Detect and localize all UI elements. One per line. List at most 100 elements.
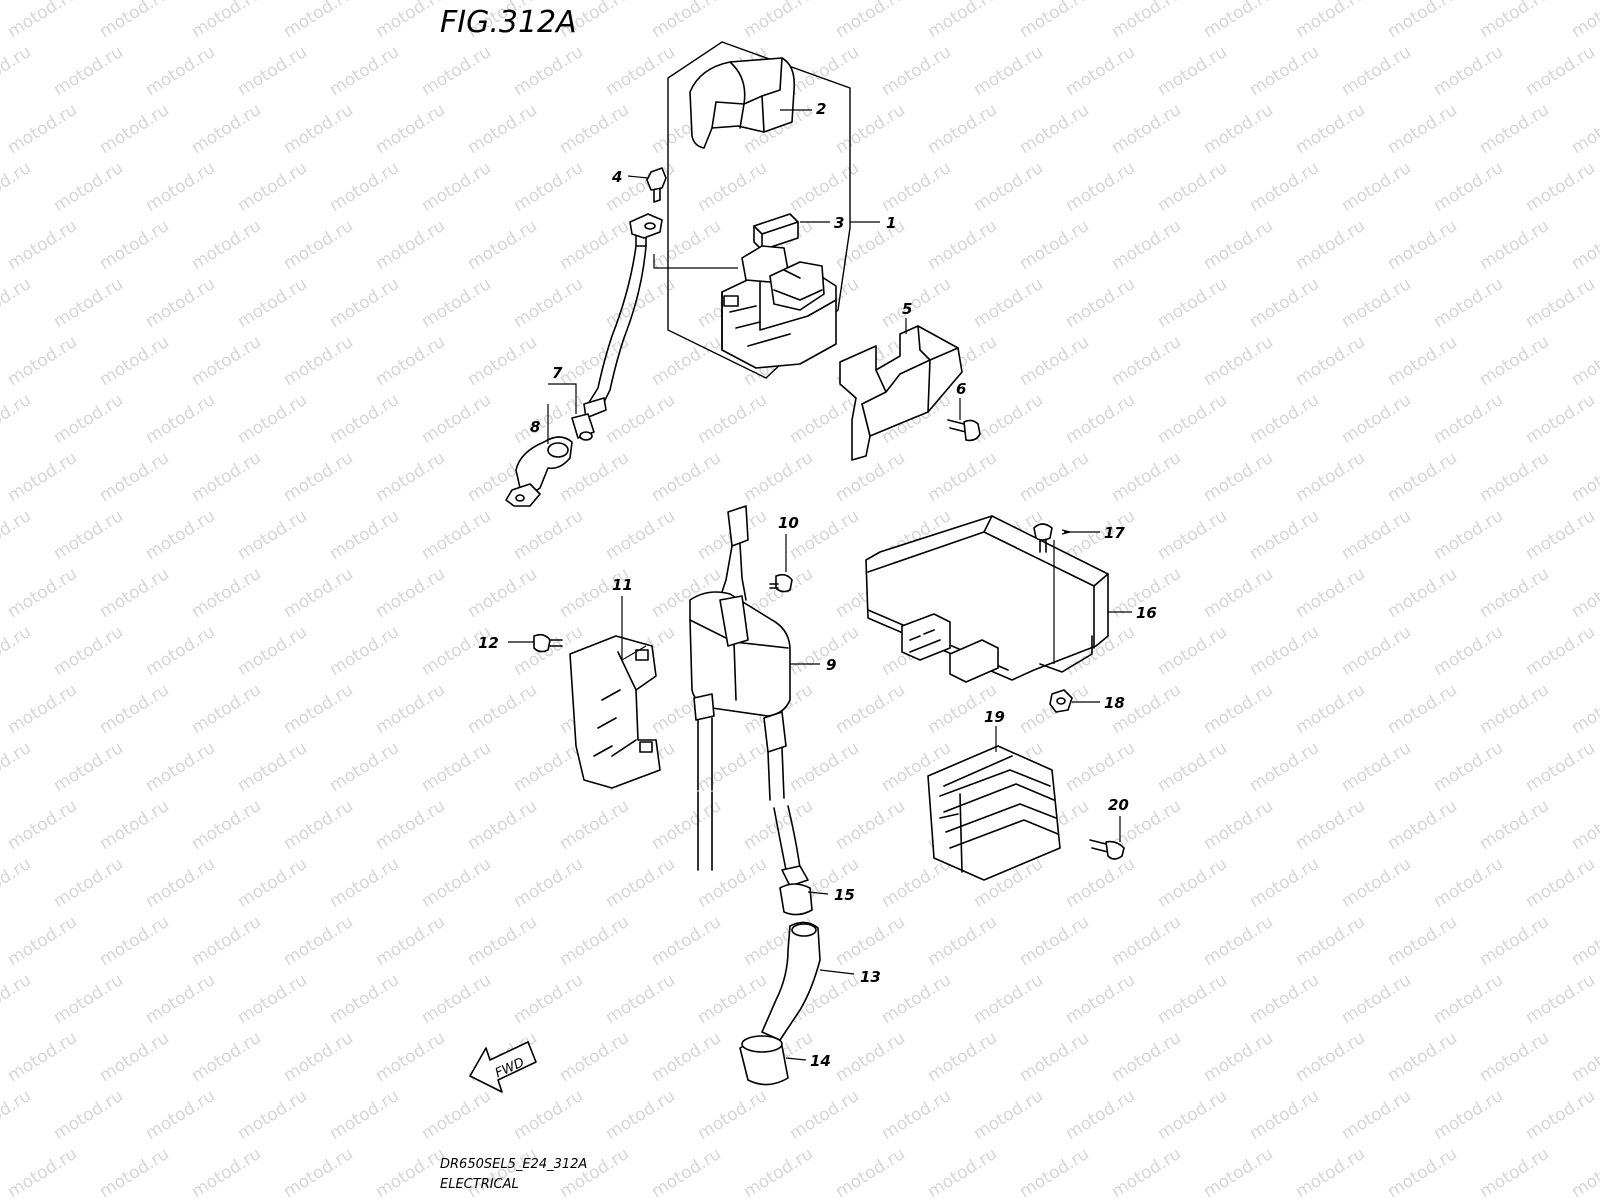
watermark-text: motod.ru	[464, 332, 541, 390]
watermark-text: motod.ru	[1384, 332, 1461, 390]
watermark-text: motod.ru	[1062, 1086, 1139, 1144]
watermark-text: motod.ru	[1476, 564, 1553, 622]
watermark-text: motod.ru	[280, 332, 357, 390]
watermark-text: motod.ru	[786, 738, 863, 796]
watermark-text: motod.ru	[4, 448, 81, 506]
watermark-text: motod.ru	[1476, 796, 1553, 854]
watermark-text: motod.ru	[234, 1086, 311, 1144]
watermark-text: motod.ru	[418, 42, 495, 100]
watermark-text: motod.ru	[418, 738, 495, 796]
watermark-text: motod.ru	[1016, 216, 1093, 274]
watermark-text: motod.ru	[1476, 100, 1553, 158]
watermark-text: motod.ru	[878, 1086, 955, 1144]
watermark-text: motod.ru	[50, 506, 127, 564]
watermark-text: motod.ru	[1062, 42, 1139, 100]
watermark-text: motod.ru	[1430, 158, 1507, 216]
watermark-text: motod.ru	[1568, 912, 1600, 970]
watermark-text: motod.ru	[418, 1086, 495, 1144]
watermark-text: motod.ru	[464, 680, 541, 738]
bracket-screw-drawing	[533, 633, 563, 653]
watermark-text: motod.ru	[372, 216, 449, 274]
watermark-text: motod.ru	[188, 796, 265, 854]
watermark-text: motod.ru	[1338, 274, 1415, 332]
watermark-text: motod.ru	[372, 796, 449, 854]
watermark-text: motod.ru	[418, 854, 495, 912]
watermark-text: motod.ru	[418, 390, 495, 448]
plug-cap-seal-drawing	[739, 1035, 789, 1086]
watermark-text: motod.ru	[234, 274, 311, 332]
assembly-frame	[667, 41, 851, 379]
watermark-text: motod.ru	[4, 0, 81, 42]
watermark-text: motod.ru	[970, 274, 1047, 332]
watermark-text: motod.ru	[1430, 506, 1507, 564]
regulator-rectifier-drawing	[927, 745, 1061, 881]
watermark-text: motod.ru	[1108, 332, 1185, 390]
watermark-text: motod.ru	[1338, 1086, 1415, 1144]
watermark-text: motod.ru	[188, 1144, 265, 1200]
watermark-text: motod.ru	[1292, 216, 1369, 274]
callout-2: 2	[816, 100, 826, 118]
watermark-text: motod.ru	[142, 854, 219, 912]
watermark-text: motod.ru	[1246, 622, 1323, 680]
watermark-text: motod.ru	[1200, 796, 1277, 854]
watermark-text: motod.ru	[96, 564, 173, 622]
watermark-text: motod.ru	[1430, 42, 1507, 100]
watermark-text: motod.ru	[1246, 738, 1323, 796]
watermark-text: motod.ru	[4, 216, 81, 274]
watermark-text: motod.ru	[326, 42, 403, 100]
watermark-text: motod.ru	[1568, 1028, 1600, 1086]
watermark-text: motod.ru	[96, 912, 173, 970]
watermark-text: motod.ru	[96, 680, 173, 738]
watermark-text: motod.ru	[1568, 680, 1600, 738]
watermark-text: motod.ru	[1430, 854, 1507, 912]
watermark-text: motod.ru	[1522, 506, 1599, 564]
watermark-text: motod.ru	[326, 158, 403, 216]
watermark-text: motod.ru	[648, 912, 725, 970]
watermark-text: motod.ru	[1246, 854, 1323, 912]
watermark-text: motod.ru	[96, 1028, 173, 1086]
relay-cover-drawing	[689, 57, 796, 149]
watermark-text: motod.ru	[464, 912, 541, 970]
watermark-text: motod.ru	[1384, 564, 1461, 622]
figure-title: FIG.312A	[440, 5, 577, 40]
watermark-text: motod.ru	[0, 42, 35, 100]
watermark-text: motod.ru	[188, 332, 265, 390]
watermark-text: motod.ru	[602, 1086, 679, 1144]
coil-screw-drawing	[769, 573, 793, 593]
watermark-text: motod.ru	[326, 1086, 403, 1144]
watermark-text: motod.ru	[1430, 1086, 1507, 1144]
watermark-text: motod.ru	[1246, 1086, 1323, 1144]
watermark-text: motod.ru	[1568, 216, 1600, 274]
callout-7: 7	[552, 364, 563, 382]
watermark-text: motod.ru	[326, 274, 403, 332]
watermark-text: motod.ru	[1154, 274, 1231, 332]
watermark-text: motod.ru	[1108, 1028, 1185, 1086]
watermark-text: motod.ru	[96, 100, 173, 158]
watermark-text: motod.ru	[1430, 970, 1507, 1028]
coil-bracket-drawing	[569, 635, 661, 789]
watermark-text: motod.ru	[1476, 1144, 1553, 1200]
watermark-text: motod.ru	[142, 1086, 219, 1144]
watermark-text: motod.ru	[4, 332, 81, 390]
callout-6: 6	[956, 380, 966, 398]
watermark-text: motod.ru	[188, 912, 265, 970]
watermark-text: motod.ru	[50, 390, 127, 448]
watermark-text: motod.ru	[1292, 332, 1369, 390]
watermark-text: motod.ru	[602, 158, 679, 216]
watermark-text: motod.ru	[1016, 448, 1093, 506]
watermark-text: motod.ru	[234, 390, 311, 448]
watermark-text: motod.ru	[372, 912, 449, 970]
watermark-text: motod.ru	[1200, 216, 1277, 274]
watermark-text: motod.ru	[1016, 1144, 1093, 1200]
watermark-text: motod.ru	[372, 0, 449, 42]
callout-16: 16	[1136, 604, 1157, 622]
watermark-text: motod.ru	[1338, 738, 1415, 796]
watermark-text: motod.ru	[1108, 216, 1185, 274]
callout-4: 4	[611, 168, 622, 186]
watermark-text: motod.ru	[326, 506, 403, 564]
watermark-text: motod.ru	[1476, 332, 1553, 390]
watermark-text: motod.ru	[832, 0, 909, 42]
watermark-text: motod.ru	[1062, 274, 1139, 332]
